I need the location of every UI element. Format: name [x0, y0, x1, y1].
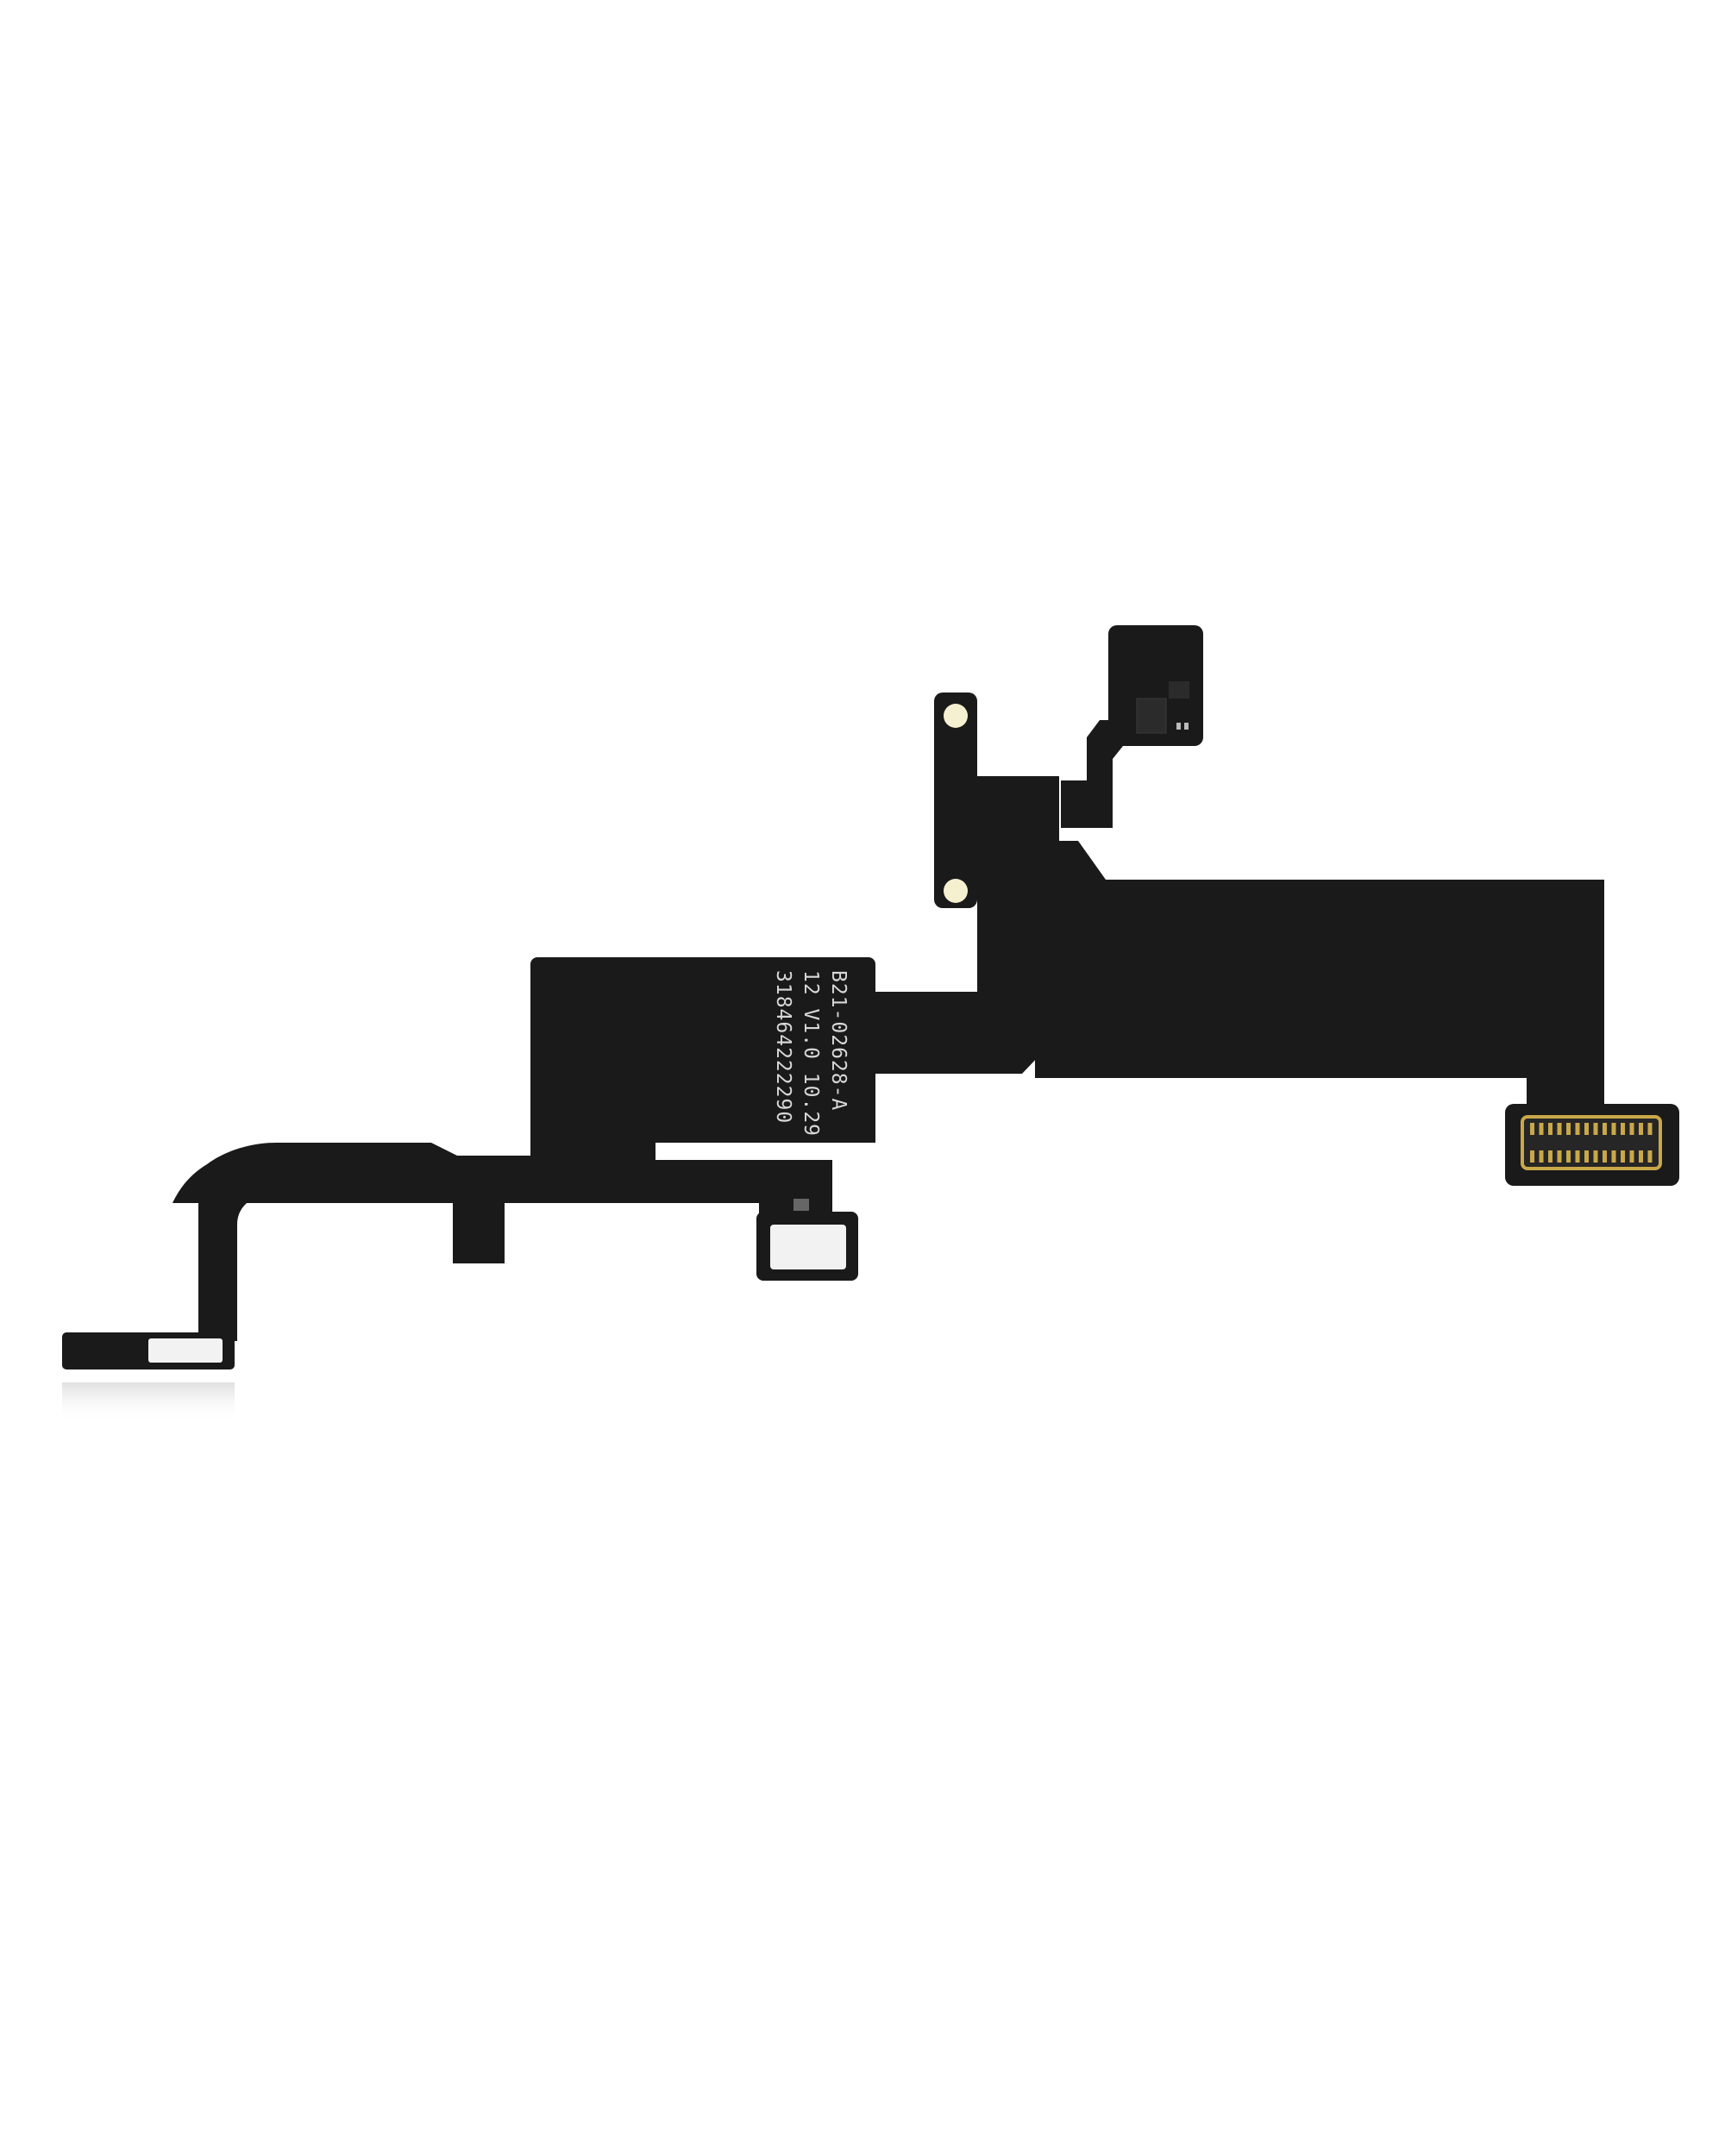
mount-hole-bottom [944, 879, 968, 903]
sensor-component-small [1169, 681, 1189, 699]
connector-contact-bottom [1584, 1150, 1589, 1163]
sensor-pin-b [1184, 723, 1189, 730]
connector-contact-top [1539, 1123, 1544, 1135]
pcb-label-line2: 12 V1.0 10.29 [800, 970, 822, 1137]
mount-plate [934, 693, 977, 908]
cable-details [148, 681, 1662, 1363]
pcb-label-line3: 318464222290 [772, 970, 794, 1124]
connector-contact-top [1621, 1123, 1625, 1135]
connector-contact-bottom [1603, 1150, 1607, 1163]
connector-housing [1521, 1115, 1662, 1170]
connector-contact-bottom [1639, 1150, 1643, 1163]
connector-contact-top [1548, 1123, 1552, 1135]
right-lead [1527, 880, 1604, 1104]
small-sensor-pad [770, 1225, 846, 1269]
small-pad-chip [794, 1199, 809, 1211]
connector-contact-bottom [1647, 1150, 1653, 1163]
pcb-label-group: B21-02628-A 12 V1.0 10.29 318464222290 [772, 970, 850, 1137]
sensor-pin-a [1176, 723, 1181, 730]
right-arm [1035, 841, 1604, 1078]
main-block [530, 957, 875, 1143]
connector-contact-bottom [1593, 1150, 1598, 1163]
sensor-chip [1136, 698, 1167, 734]
connector-contact-bottom [1629, 1150, 1634, 1163]
tip-reflection [62, 1382, 235, 1422]
connector-contact-top [1566, 1123, 1571, 1135]
left-leg [198, 1194, 237, 1341]
connector-contact-top [1593, 1123, 1598, 1135]
trunk-link [871, 897, 1059, 1074]
connector-contact-bottom [1566, 1150, 1571, 1163]
connector-contact-bottom [1530, 1150, 1534, 1163]
connector-contact-top [1611, 1123, 1616, 1135]
connector-contact-bottom [1575, 1150, 1580, 1163]
lower-strip [220, 1121, 875, 1263]
connector-contact-top [1557, 1123, 1562, 1135]
connector-contact-top [1639, 1123, 1643, 1135]
pcb-label-line1: B21-02628-A [827, 970, 850, 1111]
connector-contact-top [1629, 1123, 1634, 1135]
flex-cable-body [62, 625, 1679, 1369]
riser [1061, 720, 1130, 828]
sensor-block [1108, 625, 1203, 746]
connector-contact-top [1575, 1123, 1580, 1135]
left-tip-pad [148, 1338, 223, 1363]
connector-contact-bottom [1621, 1150, 1625, 1163]
connector-contact-bottom [1548, 1150, 1552, 1163]
connector-contact-top [1647, 1123, 1653, 1135]
connector-contact-bottom [1611, 1150, 1616, 1163]
connector-contact-bottom [1539, 1150, 1544, 1163]
connector-contact-top [1603, 1123, 1607, 1135]
connector-contact-bottom [1557, 1150, 1562, 1163]
mount-hole-top [944, 704, 968, 728]
connector-contact-top [1584, 1123, 1589, 1135]
connector-contact-top [1530, 1123, 1534, 1135]
